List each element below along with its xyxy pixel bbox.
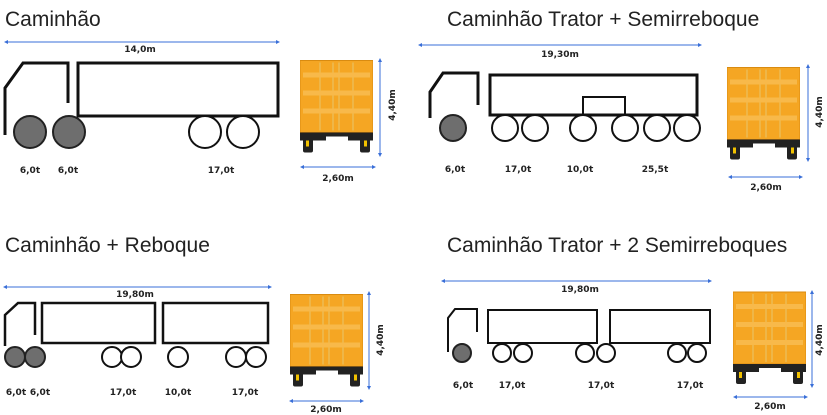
axle-weight: 6,0t	[58, 166, 79, 176]
wheel	[569, 114, 597, 142]
panel-trator-2-semirreboques: Caminhão Trator + 2 Semirreboques 19,80m…	[441, 234, 825, 412]
axle-weight: 17,0t	[232, 388, 259, 398]
axle-weight: 17,0t	[505, 165, 532, 175]
panel-trator-semirreboque: Caminhão Trator + Semirreboque 19,30m 6,…	[418, 8, 825, 193]
wheel	[687, 343, 707, 363]
panel-caminhao: Caminhão 14,0m 6,0t 6,0t 17,0t 4,40m 2,6…	[3, 8, 398, 184]
container-rear-view	[290, 293, 363, 388]
wheel-front	[13, 115, 47, 149]
panel-title: Caminhão + Reboque	[5, 234, 210, 257]
panel-caminhao-reboque: Caminhão + Reboque 19,80m 6,0t 6,0t 17,0…	[3, 234, 386, 415]
truck-cab	[3, 301, 37, 346]
axle-weight: 25,5t	[642, 165, 669, 175]
semitrailer-body	[488, 73, 699, 117]
width-label: 2,60m	[310, 405, 342, 415]
wheel	[643, 114, 671, 142]
truck-cab	[428, 71, 480, 118]
truck-body	[40, 301, 157, 345]
container-rear-view	[300, 59, 373, 154]
height-label: 4,40m	[815, 324, 825, 356]
truck-cab	[447, 308, 478, 352]
wheel-front	[439, 114, 467, 142]
wheel	[575, 343, 595, 363]
axle-weight: 17,0t	[208, 166, 235, 176]
length-label: 19,80m	[116, 290, 154, 300]
container-rear-view	[733, 291, 806, 385]
wheel	[167, 346, 189, 368]
wheel	[667, 343, 687, 363]
length-label: 14,0m	[124, 45, 156, 55]
length-label: 19,30m	[541, 50, 579, 60]
panel-title: Caminhão Trator + 2 Semirreboques	[447, 234, 787, 257]
height-label: 4,40m	[815, 96, 825, 128]
wheel-front	[52, 115, 86, 149]
axle-weight: 6,0t	[453, 381, 474, 391]
axle-weight: 17,0t	[588, 381, 615, 391]
trailer-body	[161, 301, 270, 345]
semitrailer-body-2	[609, 309, 711, 344]
wheel	[226, 115, 260, 149]
wheel	[225, 346, 247, 368]
wheel	[245, 346, 267, 368]
length-label: 19,80m	[561, 285, 599, 295]
panel-title: Caminhão	[5, 8, 101, 31]
wheel	[492, 343, 512, 363]
wheel	[120, 346, 142, 368]
axle-weight: 6,0t	[6, 388, 27, 398]
wheel	[491, 114, 519, 142]
axle-weight: 10,0t	[567, 165, 594, 175]
wheel-front	[24, 346, 46, 368]
height-label: 4,40m	[376, 324, 386, 356]
wheel	[596, 343, 616, 363]
axle-weight: 17,0t	[110, 388, 137, 398]
width-label: 2,60m	[750, 183, 782, 193]
axle-weight: 6,0t	[445, 165, 466, 175]
axle-weight: 10,0t	[165, 388, 192, 398]
semitrailer-body-1	[487, 309, 598, 344]
wheel-front	[4, 346, 26, 368]
container-rear-view	[727, 66, 800, 161]
truck-cab	[3, 61, 70, 135]
axle-weight: 6,0t	[30, 388, 51, 398]
wheel	[188, 115, 222, 149]
axle-weight: 17,0t	[499, 381, 526, 391]
panel-title: Caminhão Trator + Semirreboque	[447, 8, 759, 31]
axle-lift-bar	[582, 96, 626, 115]
axle-weight: 17,0t	[677, 381, 704, 391]
height-label: 4,40m	[388, 89, 398, 121]
width-label: 2,60m	[322, 174, 354, 184]
wheel	[673, 114, 701, 142]
truck-body	[76, 61, 280, 118]
wheel	[521, 114, 549, 142]
wheel	[101, 346, 123, 368]
axle-weight: 6,0t	[20, 166, 41, 176]
width-label: 2,60m	[754, 402, 786, 412]
wheel	[611, 114, 639, 142]
wheel	[513, 343, 533, 363]
wheel-front	[452, 343, 472, 363]
